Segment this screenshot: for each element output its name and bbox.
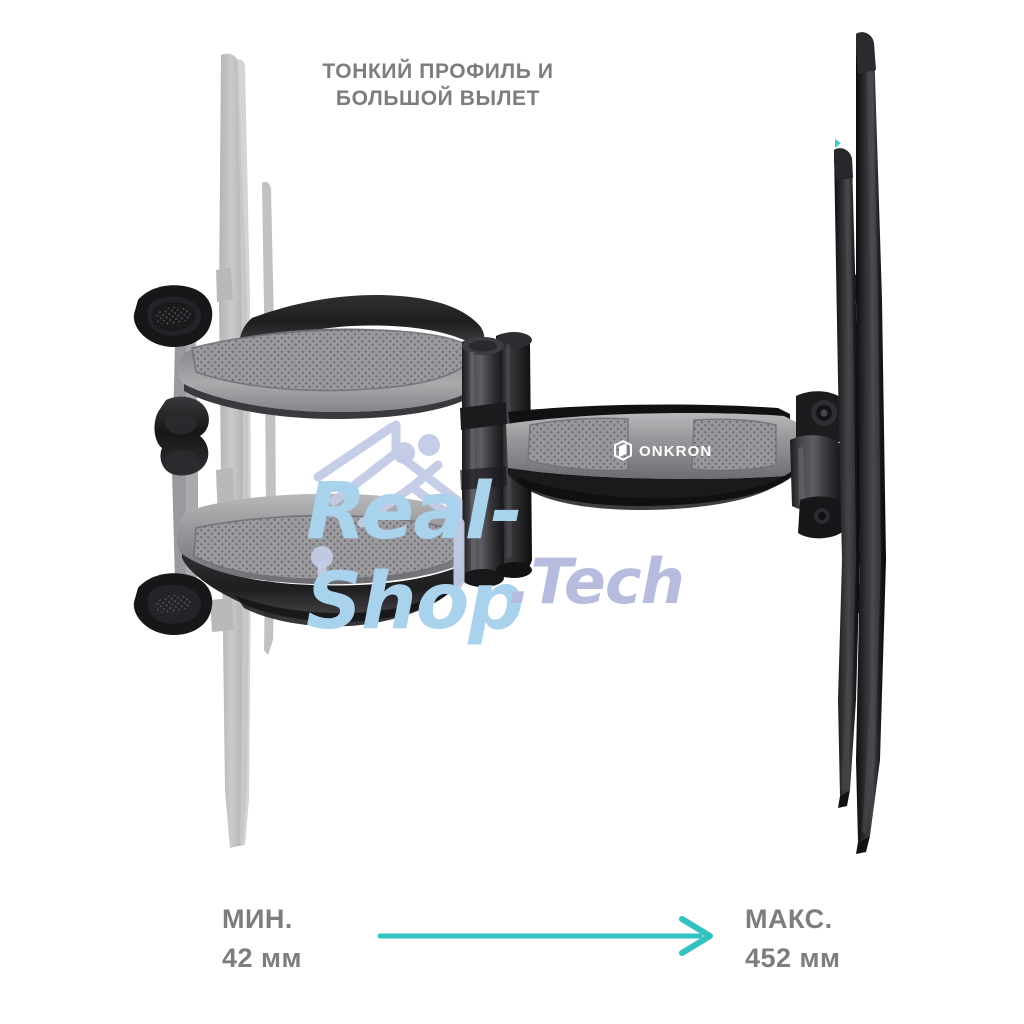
extension-arrow-wrapper bbox=[377, 916, 718, 956]
vertical-pivot-joint bbox=[460, 332, 532, 587]
accent-speck bbox=[835, 139, 841, 148]
min-depth-value: 42 мм bbox=[222, 943, 302, 973]
max-depth-value: 452 мм bbox=[745, 943, 841, 973]
tv-bracket-lower-arm bbox=[133, 493, 489, 636]
max-depth-caption: МАКС. bbox=[745, 904, 833, 934]
tv-bracket-ghost-plate bbox=[210, 53, 276, 849]
wall-plate-rail bbox=[834, 32, 886, 854]
onkron-logo bbox=[614, 440, 632, 461]
page-title: ТОНКИЙ ПРОФИЛЬ И БОЛЬШОЙ ВЫЛЕТ bbox=[322, 60, 554, 110]
extension-arrow-icon bbox=[377, 916, 713, 956]
extension-arm: ONKRON bbox=[506, 404, 800, 510]
tv-bracket-knuckle-column bbox=[154, 396, 209, 476]
min-depth-label: МИН. 42 мм bbox=[222, 900, 302, 978]
onkron-wordmark: ONKRON bbox=[639, 443, 712, 460]
max-depth-label: МАКС. 452 мм bbox=[745, 900, 841, 978]
min-depth-caption: МИН. bbox=[222, 904, 293, 934]
